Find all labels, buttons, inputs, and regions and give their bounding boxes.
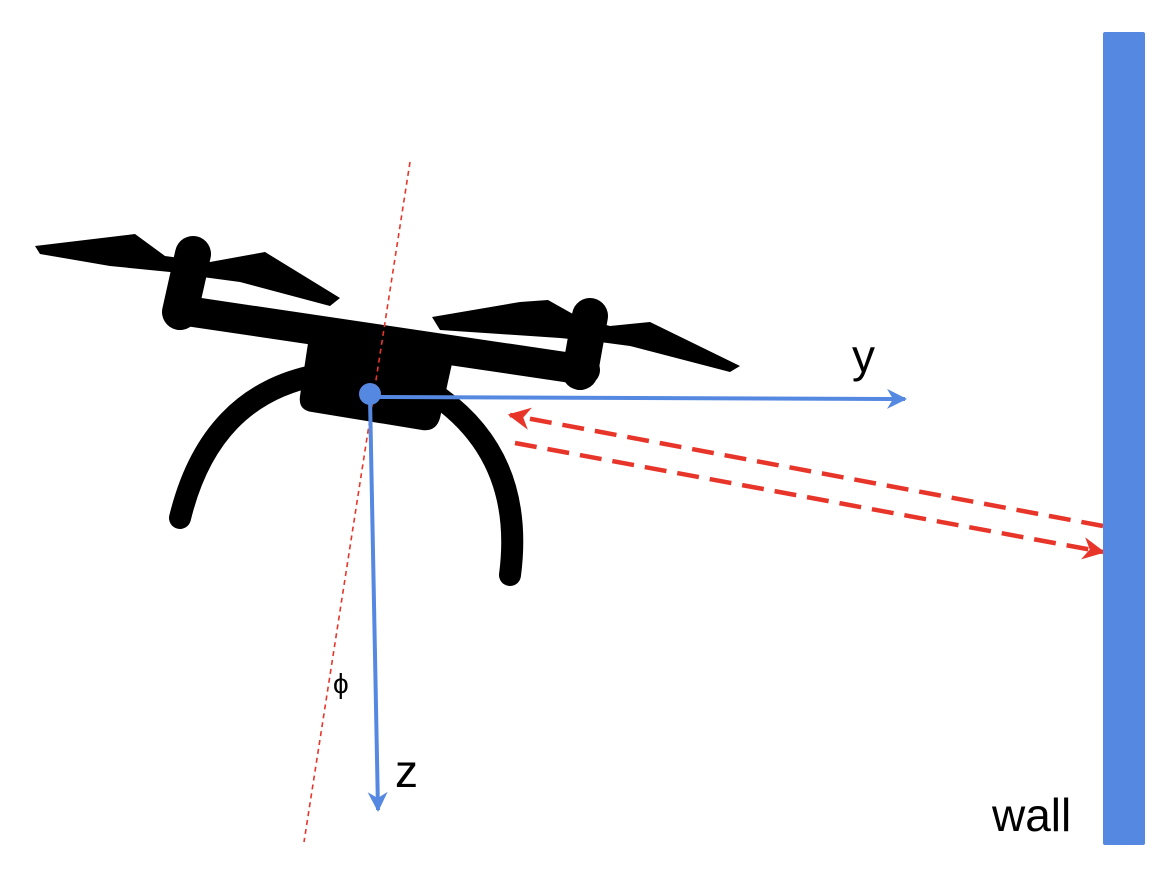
outgoing-beam-arrow <box>514 440 1106 560</box>
z-axis-arrow <box>367 396 388 812</box>
wall-label: wall <box>991 789 1071 841</box>
y-axis-label: y <box>852 330 875 382</box>
reflected-beam-arrow <box>507 407 1104 529</box>
left-leg-icon <box>169 364 329 529</box>
y-axis-arrow <box>369 388 907 409</box>
z-axis-label: z <box>395 745 418 797</box>
wall-bar <box>1103 32 1145 845</box>
origin-point <box>359 383 381 405</box>
right-leg-icon <box>429 387 524 586</box>
drone-body-icon <box>299 330 455 431</box>
angle-phi-label: ϕ <box>333 668 349 699</box>
tilt-reference-line <box>303 161 411 843</box>
drone-icon <box>35 234 740 586</box>
